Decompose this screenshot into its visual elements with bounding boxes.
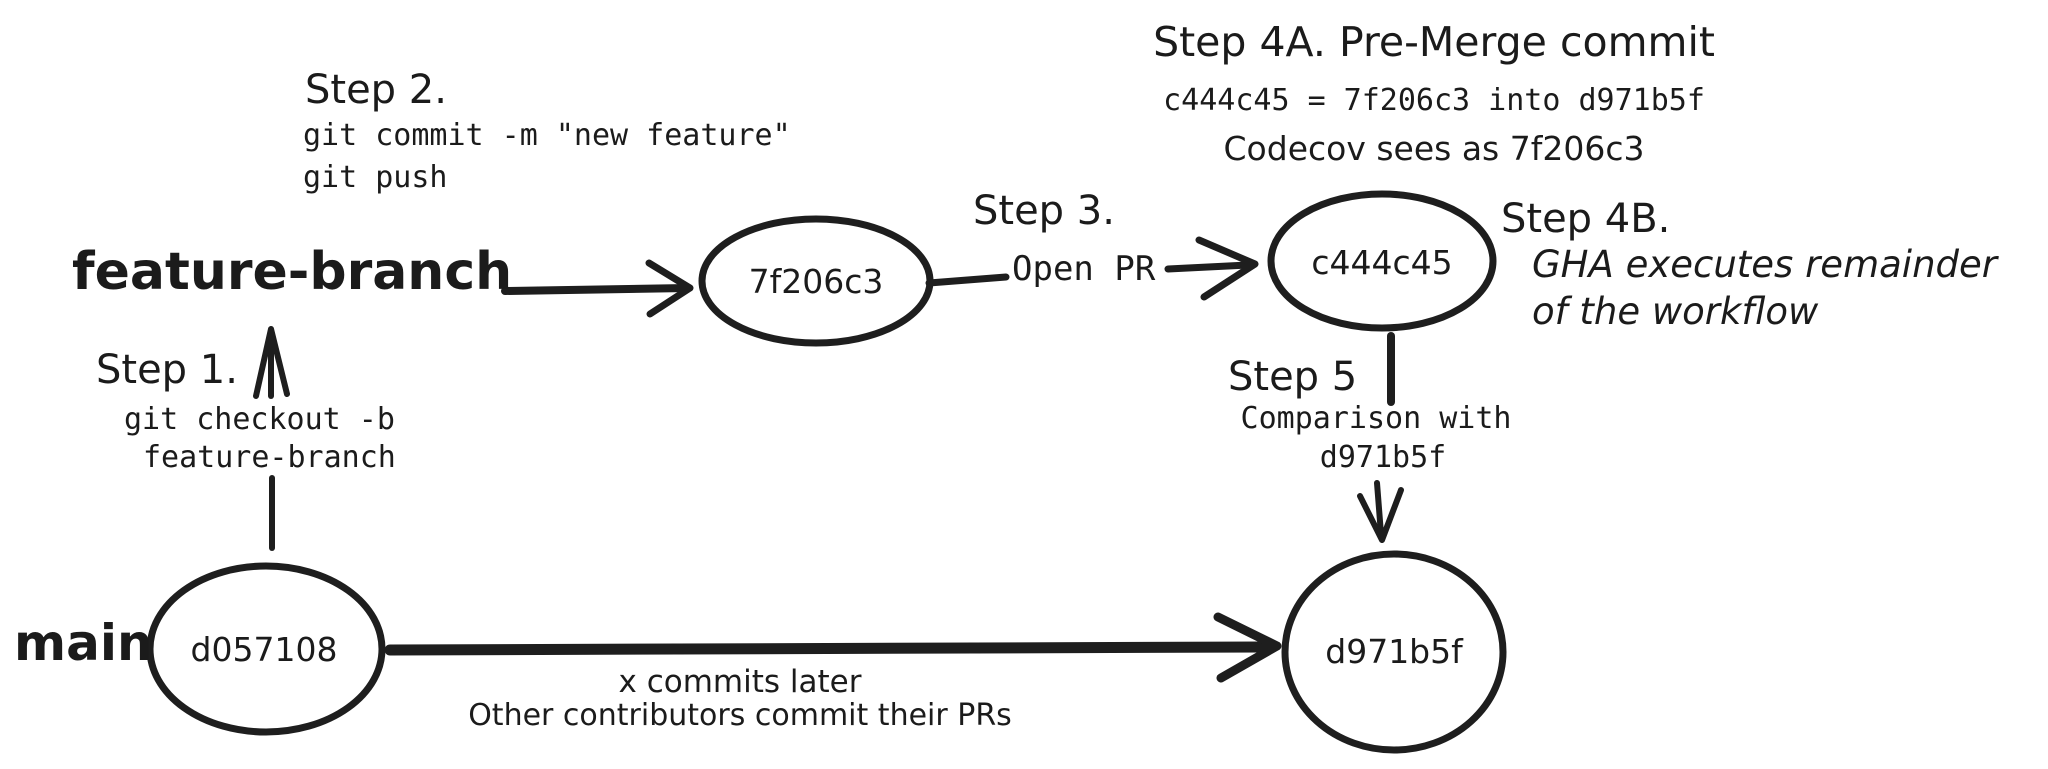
- node-premerge-commit: [1267, 190, 1497, 332]
- step3-title: Step 3.: [973, 188, 1115, 234]
- step4a-codecov-note: Codecov sees as 7f206c3: [1223, 129, 1645, 168]
- feature-commit-label: 7f206c3: [748, 261, 884, 301]
- main-arrow-note-contributors: Other contributors commit their PRs: [468, 698, 1012, 733]
- step3-open-pr-label: Open PR: [1012, 249, 1156, 289]
- step5-title: Step 5: [1228, 354, 1358, 400]
- step4b-gha-line1: GHA executes remainder: [1532, 243, 1997, 286]
- step1-title: Step 1.: [96, 347, 238, 393]
- premerge-commit-label: c444c45: [1311, 242, 1453, 282]
- arrow-step1-branch-off: [253, 326, 290, 551]
- main-commit-label: d057108: [190, 629, 338, 669]
- step2-command-commit: git commit -m "new feature": [303, 118, 791, 153]
- step2-title: Step 2.: [305, 67, 447, 113]
- main-arrow-note-commits: x commits later: [618, 664, 862, 700]
- head-commit-label: d971b5f: [1325, 631, 1463, 671]
- arrow-main-to-head: [384, 612, 1282, 683]
- arrow-feature-branch-to-commit: [501, 259, 694, 318]
- node-feature-commit: [698, 215, 934, 347]
- step5-target-commit: d971b5f: [1319, 440, 1447, 475]
- arrow-open-pr: [925, 236, 1259, 301]
- step4b-gha-line2: of the workflow: [1532, 290, 1819, 333]
- main-branch-label: main: [14, 614, 153, 672]
- step1-command-branch: feature-branch: [143, 440, 396, 475]
- step2-command-push: git push: [303, 160, 448, 195]
- node-head-commit: [1281, 550, 1507, 754]
- step4a-detail: c444c45 = 7f206c3 into d971b5f: [1163, 83, 1705, 118]
- step4a-title: Step 4A. Pre-Merge commit: [1153, 18, 1715, 66]
- step5-comparison-line: Comparison with: [1240, 401, 1512, 436]
- step4b-title: Step 4B.: [1501, 196, 1671, 242]
- step1-command-checkout: git checkout -b: [124, 402, 395, 437]
- arrow-step5-comparison: [1357, 332, 1404, 543]
- node-main-commit: [146, 562, 386, 736]
- feature-branch-label: feature-branch: [72, 242, 513, 302]
